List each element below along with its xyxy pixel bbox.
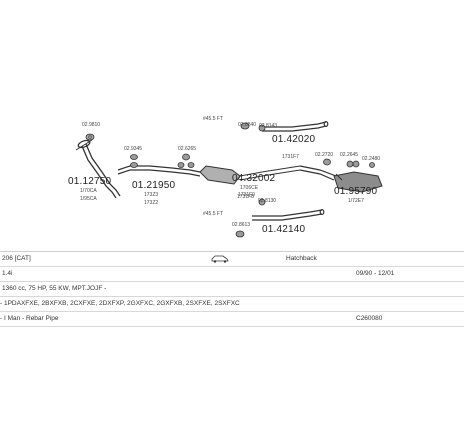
mid-pipe-clamp-b-code: 02.6265 [178,146,197,152]
front-pipe-note: 1/95CA [80,196,97,202]
intermediate-pipe [299,165,337,181]
info-row-codes: - 1PDAXFXE, 2BXFXB, 2CXFXE, 2DXFXP, 2GXF… [0,297,464,312]
production-dates: 09/90 - 12/01 [356,270,395,277]
tail-pipe-lower-clamp-b-code: 02.8130 [258,198,277,204]
rear-muffler [333,171,383,193]
mid-pipe-clamps [130,153,195,168]
tail-pipe-lower-ref: 1731F0 [238,192,255,198]
tail-pipe-upper-code: 01.42020 [272,134,316,145]
engine-spec: 1360 cc, 75 HP, 55 KW, MPT.JOJF - [2,285,107,292]
engine: 1.4i [2,270,13,277]
car-icon [210,254,230,265]
tail-pipe-upper-length: #45.5 FT [203,116,224,122]
info-row-spec: 1360 cc, 75 HP, 55 KW, MPT.JOJF - [0,282,464,297]
catalyst-code: 04.32002 [232,173,276,184]
front-pipe-clamp-code: 02.9810 [82,122,101,128]
body-type: Hatchback [286,255,317,262]
rear-clamps [323,158,375,168]
tail-pipe-lower-length: #45.5 FT [203,211,224,217]
catalyst-ref: 1706CE [240,185,259,191]
mid-pipe [117,165,201,177]
tail-pipe-upper [262,120,329,132]
system-code: C260080 [356,315,383,322]
mid-pipe-note: 173Z2 [144,200,159,206]
rear-muffler-ref: 1/72E7 [348,198,364,204]
model-name: 206 [CAT] [2,255,31,262]
catalyst-note: 1731F8 [237,194,254,200]
info-row-model: 206 [CAT] Hatchback [0,252,464,267]
exhaust-diagram [75,120,383,238]
mid-pipe-clamp-a-code: 02.9345 [124,146,143,152]
engine-codes: - 1PDAXFXE, 2BXFXB, 2CXFXE, 2DXFXP, 2GXF… [0,300,240,307]
info-table-top-border [0,251,464,252]
tail-pipe-upper-clamp-b-code: 02.8143 [259,123,278,129]
system-description: - I Man - Rebar Pipe [0,315,59,322]
mid-pipe-code: 01.21950 [132,180,176,191]
front-pipe-code: 01.12750 [68,176,112,187]
rear-clamp-b-code: 02.2645 [340,152,359,158]
tail-pipe-upper-clamp-a-code: 02.8840 [238,122,257,128]
tail-pipe-lower-clamps [235,198,266,238]
tail-pipe-upper-clamps [240,122,266,132]
tail-pipe-lower-code: 01.42140 [262,224,306,235]
info-row-engine: 1.4i 09/90 - 12/01 [0,267,464,282]
catalytic-converter [199,165,301,185]
tail-pipe-lower [252,209,325,221]
front-pipe [75,139,121,199]
tail-pipe-upper-ref: 1731F7 [282,154,299,160]
tail-pipe-lower-clamp-a-code: 02.8613 [232,222,251,228]
rear-muffler-code: 01.95790 [334,186,378,197]
mid-pipe-ref: 173Z3 [144,192,159,198]
rear-clamp-c-code: 02.2480 [362,156,381,162]
rear-clamp-a-code: 02.2720 [315,152,334,158]
front-pipe-clamp [85,133,95,141]
info-row-system: - I Man - Rebar Pipe C260080 [0,312,464,327]
front-pipe-ref: 1/70CA [80,188,97,194]
